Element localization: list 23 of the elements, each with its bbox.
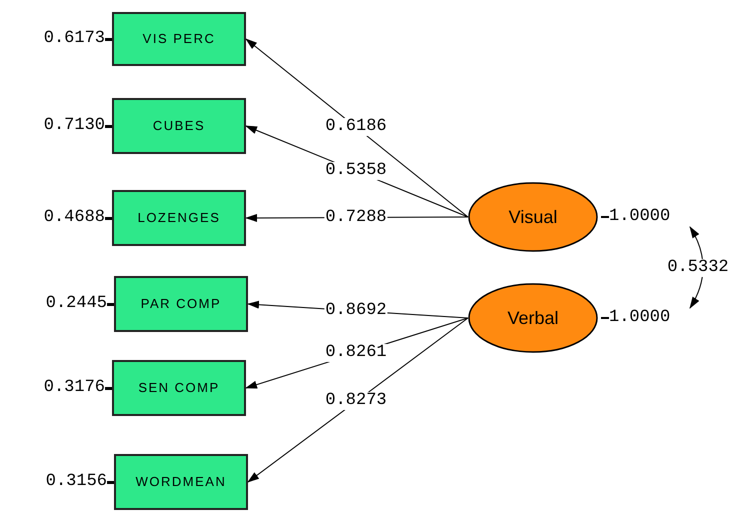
observed-variable-box: VIS PERC	[112, 12, 246, 66]
observed-variable-box: CUBES	[112, 98, 246, 154]
edge-label: 0.8261	[324, 344, 388, 362]
variance-value: 0.2445	[46, 293, 107, 316]
variance-value: 1.0000	[609, 206, 670, 228]
latent-variable-ellipse: Verbal	[468, 283, 598, 353]
variance-value: 1.0000	[609, 307, 670, 330]
variance-value: 0.6173	[44, 28, 105, 50]
observed-variable-box: SEN COMP	[112, 360, 246, 416]
variance-value: 0.3156	[46, 471, 107, 494]
variance-value: 0.3176	[44, 377, 105, 400]
variance-value: 0.4688	[44, 207, 105, 230]
arrow	[247, 318, 468, 483]
observed-variable-box: WORDMEAN	[114, 454, 248, 510]
variance-value: 0.7130	[44, 115, 105, 138]
arrow	[245, 38, 468, 218]
edge-label: 0.8273	[324, 392, 388, 410]
observed-variable-box: LOZENGES	[112, 190, 246, 246]
edge-label: 0.5358	[324, 162, 388, 180]
observed-variable-box: PAR COMP	[114, 276, 248, 332]
latent-variable-ellipse: Visual	[468, 182, 598, 252]
edge-label: 0.6186	[324, 118, 388, 136]
edge-label: 0.5332	[666, 258, 730, 276]
